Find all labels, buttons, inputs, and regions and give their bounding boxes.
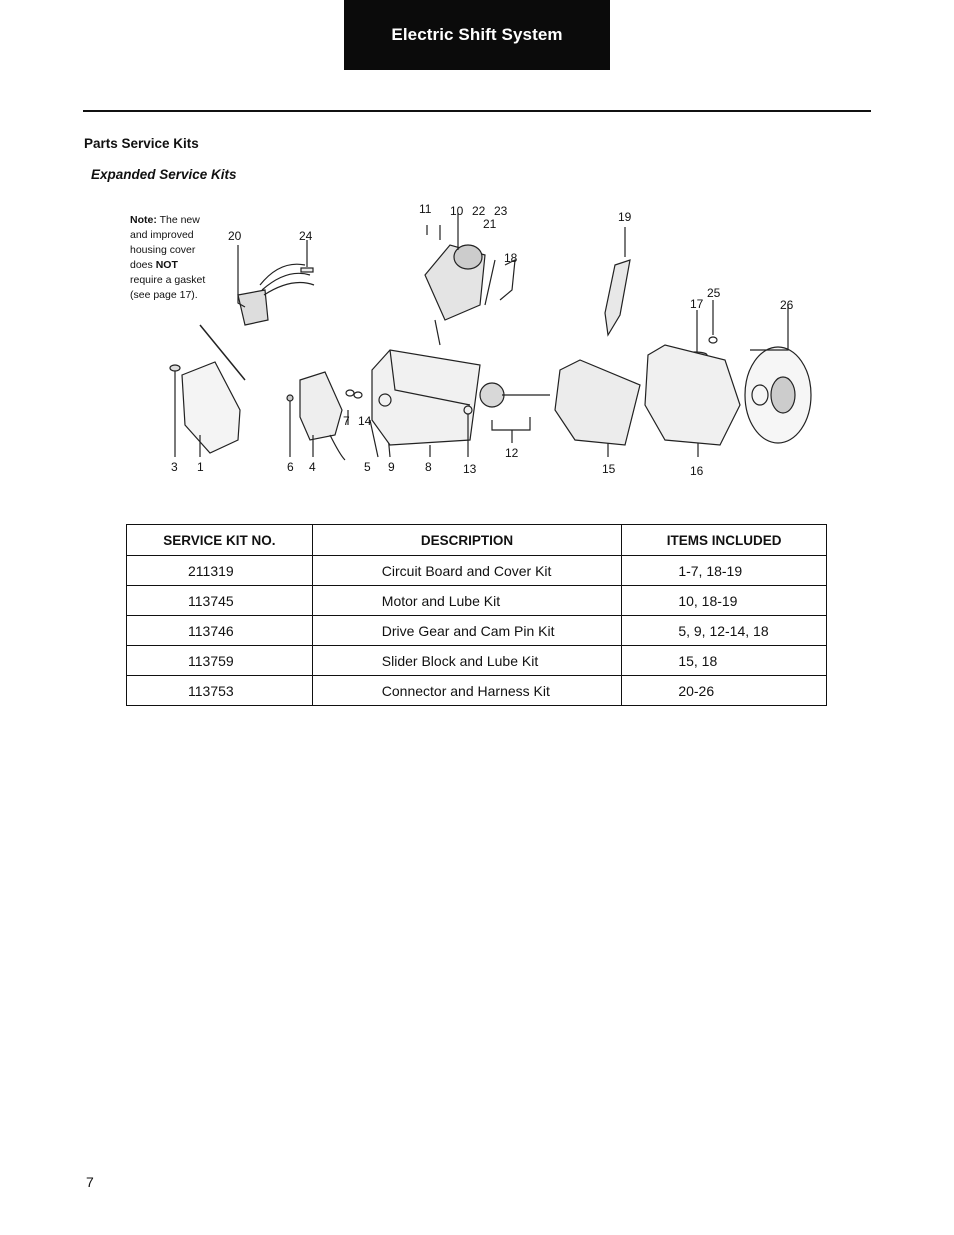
note-emphasis: NOT [155, 259, 178, 271]
callout-20: 20 [228, 229, 242, 243]
callout-9: 9 [388, 460, 395, 474]
callout-1: 1 [197, 460, 204, 474]
table-row: 113759 Slider Block and Lube Kit 15, 18 [126, 645, 827, 676]
header-title-tab: Electric Shift System [344, 0, 610, 70]
part-housing-8 [371, 349, 481, 457]
callout-16: 16 [690, 464, 704, 478]
table-header-kit-no: SERVICE KIT NO. [126, 524, 313, 556]
diagram-artwork [169, 213, 812, 461]
callout-25: 25 [707, 286, 721, 300]
kit-items-cell: 10, 18-19 [621, 585, 827, 616]
callout-8: 8 [425, 460, 432, 474]
header-rule [83, 110, 871, 112]
kit-number-cell: 113746 [126, 615, 313, 646]
table-header-row: SERVICE KIT NO. DESCRIPTION ITEMS INCLUD… [126, 524, 827, 556]
exploded-parts-diagram: 3 1 6 4 5 9 8 13 12 15 16 7 14 20 24 11 … [169, 202, 812, 478]
callout-13: 13 [463, 462, 477, 476]
kit-description-cell: Drive Gear and Cam Pin Kit [311, 615, 623, 646]
header-title: Electric Shift System [391, 25, 563, 44]
kit-description-cell: Motor and Lube Kit [311, 585, 623, 616]
callout-6: 6 [287, 460, 294, 474]
kit-description-cell: Slider Block and Lube Kit [311, 645, 623, 676]
table-row: 113745 Motor and Lube Kit 10, 18-19 [126, 585, 827, 616]
note-leader-line [199, 324, 246, 381]
part-circuit-board-4 [286, 371, 346, 461]
callout-10: 10 [450, 204, 464, 218]
part-connector-20 [237, 240, 315, 326]
part-drive-gear-12 [463, 382, 550, 457]
callout-18: 18 [504, 251, 518, 265]
kit-number-cell: 113745 [126, 585, 313, 616]
part-tube-19 [604, 227, 631, 337]
service-kits-table: SERVICE KIT NO. DESCRIPTION ITEMS INCLUD… [126, 524, 827, 706]
table-row: 113753 Connector and Harness Kit 20-26 [126, 675, 827, 706]
callout-14: 14 [358, 414, 372, 428]
kit-items-cell: 1-7, 18-19 [621, 555, 827, 586]
note-label: Note: [130, 214, 157, 226]
callout-19: 19 [618, 210, 632, 224]
diagram-callout-labels: 3 1 6 4 5 9 8 13 12 15 16 7 14 20 24 11 … [171, 202, 794, 478]
kit-items-cell: 15, 18 [621, 645, 827, 676]
kit-number-cell: 113753 [126, 675, 313, 706]
diagram-note: Note: The new and improved housing cover… [130, 213, 210, 303]
callout-24: 24 [299, 229, 313, 243]
callout-17: 17 [690, 297, 704, 311]
callout-15: 15 [602, 462, 616, 476]
part-motor-10 [424, 213, 486, 346]
note-text-before: The new and improved housing cover does [130, 214, 200, 271]
page-number: 7 [86, 1174, 94, 1190]
callout-3: 3 [171, 460, 178, 474]
part-cover-1 [181, 361, 241, 457]
kit-description-cell: Connector and Harness Kit [311, 675, 623, 706]
subsection-title: Expanded Service Kits [91, 167, 237, 182]
table-row: 211319 Circuit Board and Cover Kit 1-7, … [126, 555, 827, 586]
table-header-description: DESCRIPTION [311, 524, 623, 556]
part-lube-18 [484, 258, 516, 306]
kit-description-cell: Circuit Board and Cover Kit [311, 555, 623, 586]
section-title: Parts Service Kits [84, 136, 199, 151]
callout-12: 12 [505, 446, 519, 460]
part-screw-3 [169, 364, 181, 457]
callout-23: 23 [494, 204, 508, 218]
callout-5: 5 [364, 460, 371, 474]
note-text-after: require a gasket (see page 17). [130, 274, 206, 301]
callout-22: 22 [472, 204, 486, 218]
table-row: 113746 Drive Gear and Cam Pin Kit 5, 9, … [126, 615, 827, 646]
part-housing-cover-16 [644, 344, 741, 457]
part-plate-26 [744, 305, 812, 444]
kit-number-cell: 211319 [126, 555, 313, 586]
kit-items-cell: 20-26 [621, 675, 827, 706]
callout-4: 4 [309, 460, 316, 474]
callout-26: 26 [780, 298, 794, 312]
callout-7: 7 [343, 414, 350, 428]
kit-number-cell: 113759 [126, 645, 313, 676]
part-slider-block-15 [554, 359, 641, 457]
table-header-items-included: ITEMS INCLUDED [621, 524, 827, 556]
callout-11: 11 [419, 202, 432, 216]
callout-21: 21 [483, 217, 497, 231]
kit-items-cell: 5, 9, 12-14, 18 [621, 615, 827, 646]
